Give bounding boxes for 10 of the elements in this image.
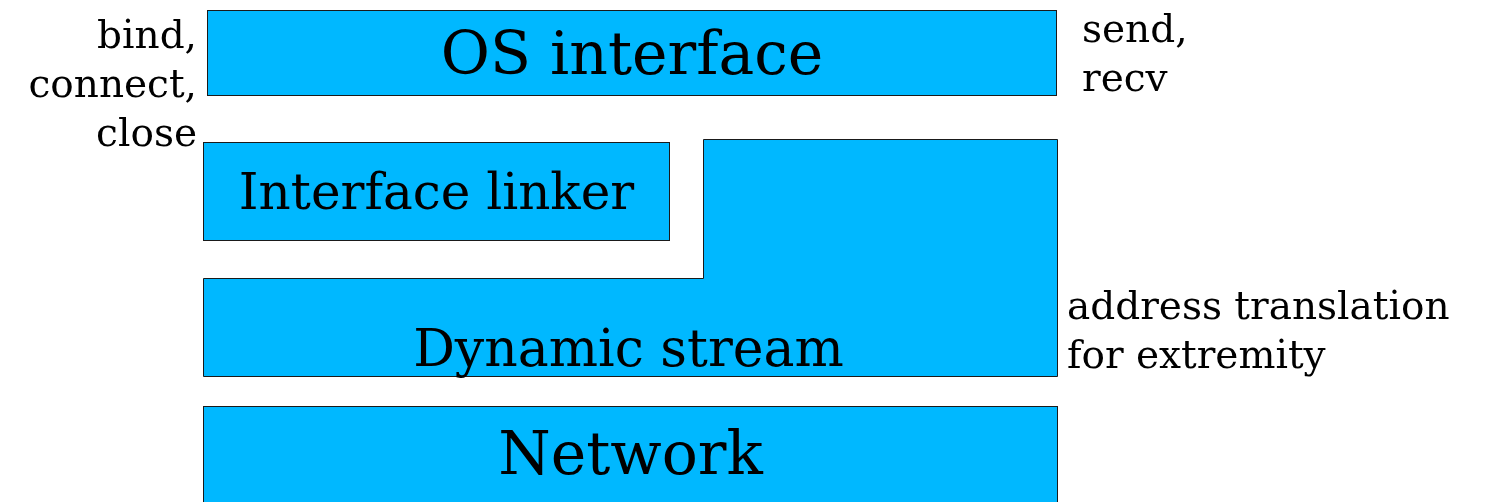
layer-box	[203, 142, 670, 241]
layer-label: OS interface	[440, 18, 824, 88]
layer-box	[207, 10, 1057, 96]
layer-label: Network	[498, 418, 763, 488]
side-note: send, recv	[1082, 5, 1189, 102]
side-note: address translation for extremity	[1067, 282, 1451, 379]
layer-box	[203, 406, 1058, 502]
side-note: bind, connect, close	[27, 11, 197, 157]
layer-label: Interface linker	[238, 162, 635, 221]
layer-label: Dynamic stream	[413, 318, 844, 378]
